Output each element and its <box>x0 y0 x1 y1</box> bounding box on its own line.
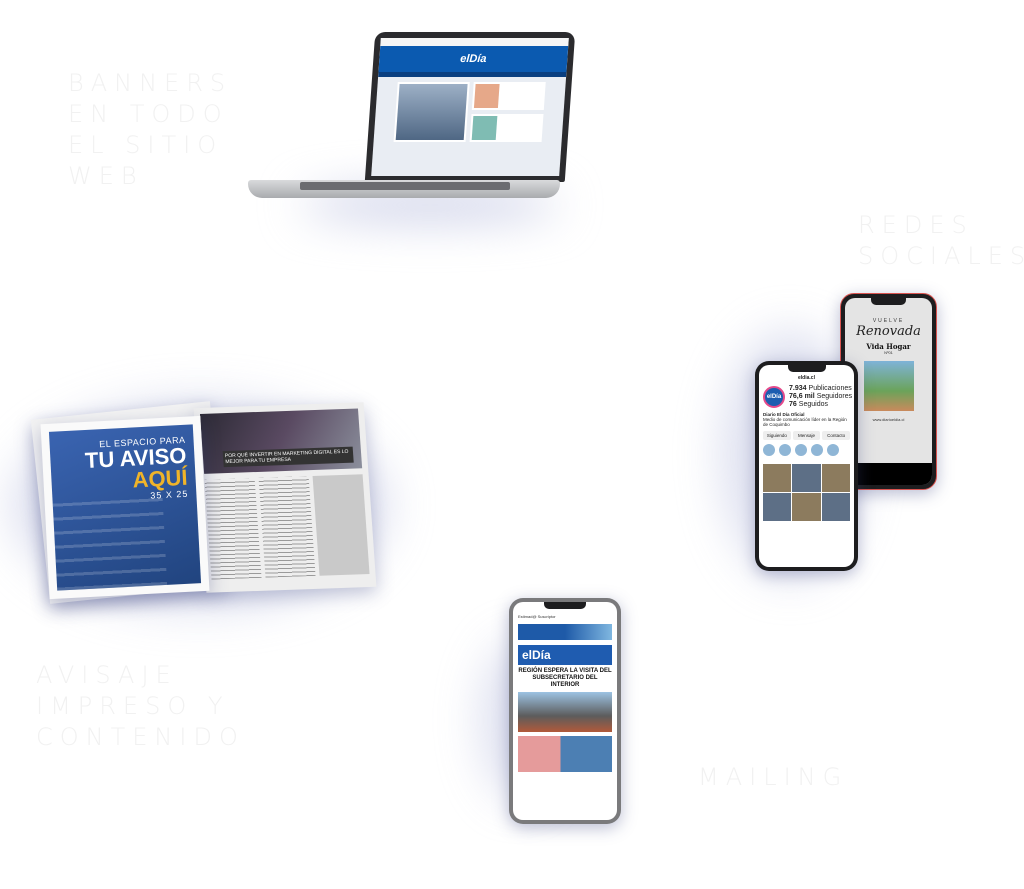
post[interactable] <box>792 493 821 521</box>
website-screen: elDía <box>371 38 569 176</box>
phone-notch <box>871 298 906 305</box>
label-banners: BANNERS EN TODO EL SITIO WEB <box>68 68 232 192</box>
story-title: Renovada <box>856 324 921 339</box>
magazine-cover: EL ESPACIO PARA TU AVISO AQUÍ 35 X 25 <box>40 415 210 600</box>
mail-logo: elDía <box>518 645 612 665</box>
profile-buttons: Siguiendo Mensaje Contacto <box>763 431 851 440</box>
text-column <box>258 476 316 578</box>
stat-value: 7.934 <box>789 385 807 392</box>
contact-button[interactable]: Contacto <box>822 431 851 440</box>
post[interactable] <box>763 493 792 521</box>
site-nav <box>378 72 567 77</box>
post[interactable] <box>763 464 792 492</box>
label-line: EL SITIO <box>68 131 224 159</box>
text-columns <box>204 474 370 580</box>
label-avisaje: AVISAJE IMPRESO Y CONTENIDO <box>36 660 245 753</box>
story-screen: VUELVE Renovada Vida Hogar Nº01 www.diar… <box>845 298 932 485</box>
laptop-keyboard <box>300 182 510 190</box>
profile-handle: eldia.cl <box>798 375 815 381</box>
label-line: WEB <box>68 162 144 190</box>
label-line: SOCIALES <box>858 242 1024 270</box>
browser-bar <box>380 38 569 46</box>
highlight[interactable] <box>763 444 775 456</box>
stat-label: Seguidores <box>816 393 853 400</box>
mail-headline: REGIÓN ESPERA LA VISITA DEL SUBSECRETARI… <box>518 668 612 688</box>
story-highlights <box>763 444 850 456</box>
label-line: CONTENIDO <box>36 723 245 751</box>
news-card <box>469 114 544 142</box>
inner-headline: POR QUÉ INVERTIR EN MARKETING DIGITAL ES… <box>222 446 354 468</box>
cover-art: EL ESPACIO PARA TU AVISO AQUÍ 35 X 25 <box>48 424 202 591</box>
story-kicker: VUELVE <box>872 318 905 324</box>
news-card <box>393 82 470 142</box>
post[interactable] <box>792 464 821 492</box>
story-issue: Nº01 <box>884 350 893 355</box>
label-line: REDES <box>858 211 974 239</box>
post[interactable] <box>821 493 850 521</box>
mail-photo <box>518 692 612 732</box>
site-header: elDía <box>378 46 569 72</box>
mail-greeting: Estimad@ Suscriptor <box>518 614 556 619</box>
highlight[interactable] <box>779 444 791 456</box>
site-logo: elDía <box>459 53 487 65</box>
highlight[interactable] <box>795 444 807 456</box>
story-image <box>863 361 914 411</box>
label-line: EN TODO <box>68 100 229 128</box>
story-content: VUELVE Renovada Vida Hogar Nº01 www.diar… <box>845 298 932 485</box>
news-card <box>471 82 546 110</box>
stat-label: Seguidos <box>798 401 828 408</box>
profile-bio: Medio de comunicación líder en la Región… <box>763 417 847 427</box>
mail-map <box>518 736 612 772</box>
following-button[interactable]: Siguiendo <box>763 431 791 440</box>
story-url: www.diarioeldia.cl <box>872 417 905 422</box>
laptop-mockup: elDía <box>364 32 576 182</box>
stat-value: 76 <box>789 401 797 408</box>
stat-label: Publicaciones <box>808 385 852 392</box>
avatar[interactable]: elDía <box>763 386 785 408</box>
message-button[interactable]: Mensaje <box>792 431 821 440</box>
text-column <box>204 478 262 580</box>
label-line: AVISAJE <box>36 661 178 689</box>
text-column <box>312 474 370 576</box>
building-image <box>52 495 168 591</box>
post[interactable] <box>821 464 850 492</box>
mail-screen: Estimad@ Suscriptor elDía REGIÓN ESPERA … <box>513 602 617 820</box>
story-bar <box>845 463 932 485</box>
highlight[interactable] <box>827 444 839 456</box>
label-redes: REDES SOCIALES <box>858 210 1024 272</box>
profile-name: Diario El Día Oficial <box>763 412 805 417</box>
magazine-inner-page: POR QUÉ INVERTIR EN MARKETING DIGITAL ES… <box>193 402 377 593</box>
mailing-phone: Estimad@ Suscriptor elDía REGIÓN ESPERA … <box>509 598 621 824</box>
label-line: IMPRESO Y <box>36 692 230 720</box>
story-phone: VUELVE Renovada Vida Hogar Nº01 www.diar… <box>840 293 937 490</box>
post-grid <box>763 464 850 521</box>
highlight[interactable] <box>811 444 823 456</box>
story-brand: Vida Hogar <box>866 342 911 351</box>
mail-content: Estimad@ Suscriptor elDía REGIÓN ESPERA … <box>513 602 617 772</box>
label-line: BANNERS <box>68 69 233 97</box>
phone-notch <box>787 365 826 372</box>
label-mailing: MAILING <box>698 763 849 791</box>
news-grid <box>393 82 546 142</box>
mail-banner <box>518 624 612 640</box>
stat-value: 76,6 mil <box>789 393 815 400</box>
inner-photo: POR QUÉ INVERTIR EN MARKETING DIGITAL ES… <box>199 408 363 474</box>
phone-notch <box>544 602 586 609</box>
